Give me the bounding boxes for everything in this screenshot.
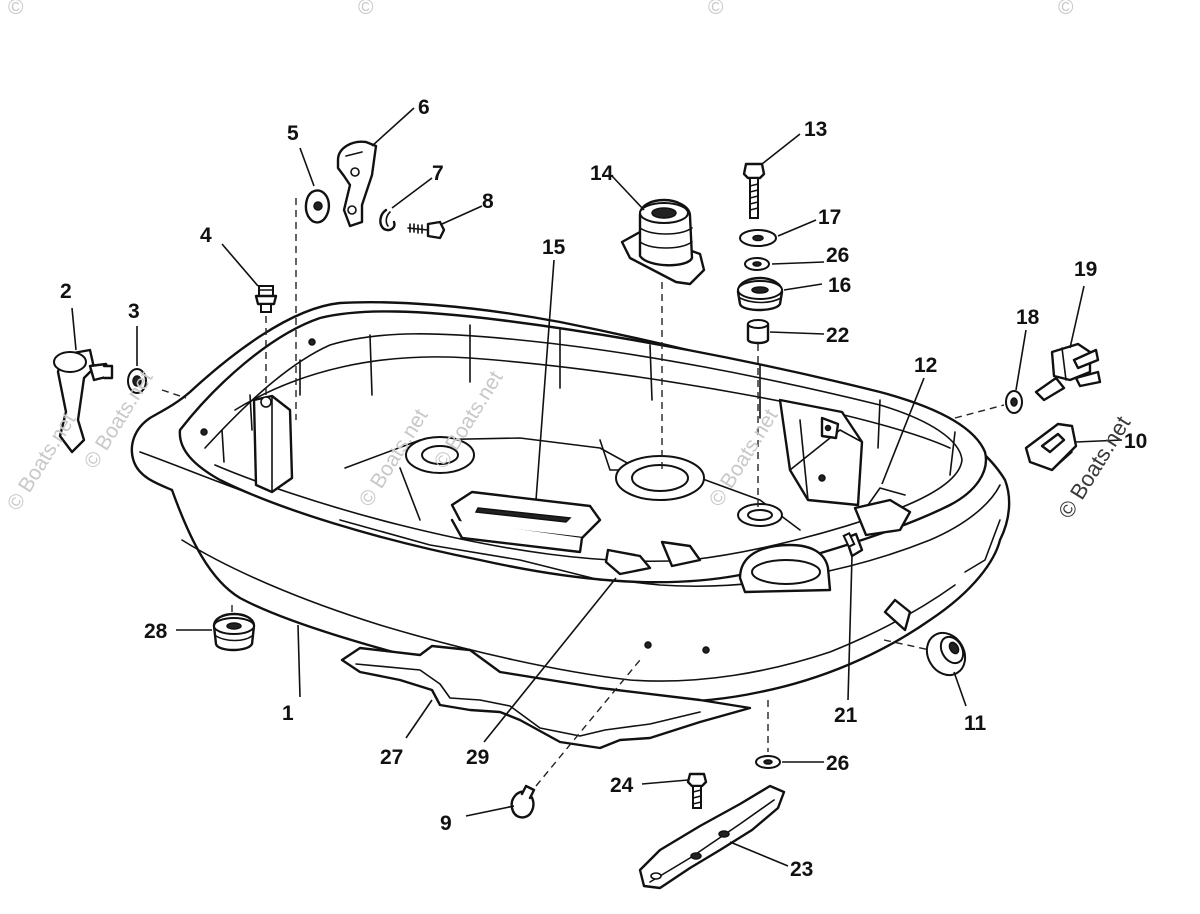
callout-27: 27 bbox=[380, 746, 403, 769]
washer-icon bbox=[1005, 390, 1023, 414]
washer-icon bbox=[744, 257, 770, 271]
mount-bracket-icon bbox=[638, 784, 786, 890]
bolt-icon bbox=[686, 772, 708, 809]
callout-10: 10 bbox=[1124, 430, 1147, 453]
bolt-icon bbox=[742, 162, 766, 219]
callout-6: 6 bbox=[418, 96, 430, 119]
callout-21: 21 bbox=[834, 704, 858, 727]
gasket-seal-icon bbox=[340, 644, 752, 750]
grommet-fitting-icon bbox=[254, 285, 278, 313]
latch-hook-icon bbox=[336, 140, 378, 228]
callout-labels: 1 2 3 4 5 6 7 8 9 10 11 12 13 14 15 16 1… bbox=[60, 96, 1147, 881]
latch-catch-icon bbox=[1024, 422, 1078, 472]
grommet-icon bbox=[212, 612, 256, 652]
bushing-icon bbox=[746, 319, 770, 345]
callout-12: 12 bbox=[914, 354, 937, 377]
top-copyright-mark: © bbox=[8, 0, 24, 19]
fuel-connector-icon bbox=[1034, 342, 1102, 402]
retaining-ring-icon bbox=[379, 208, 396, 232]
lower-cowl-pan-icon bbox=[130, 300, 1011, 704]
assembly-lines bbox=[161, 198, 1005, 787]
pad-icon bbox=[450, 490, 602, 554]
callout-9: 9 bbox=[440, 812, 452, 835]
callout-16: 16 bbox=[828, 274, 851, 297]
screw-icon bbox=[407, 220, 446, 240]
callout-18: 18 bbox=[1016, 306, 1040, 329]
watermark-text: © Boats.net bbox=[3, 409, 81, 515]
callout-2: 2 bbox=[60, 280, 72, 303]
callout-24: 24 bbox=[610, 774, 634, 797]
callout-22: 22 bbox=[826, 324, 849, 347]
screw-icon bbox=[842, 531, 864, 558]
callout-7: 7 bbox=[432, 162, 444, 185]
callout-5: 5 bbox=[287, 122, 299, 145]
washer-icon bbox=[739, 229, 777, 247]
callout-11: 11 bbox=[964, 712, 987, 735]
grommet-icon bbox=[736, 276, 784, 312]
callout-26-lower: 26 bbox=[826, 752, 849, 775]
callout-28: 28 bbox=[144, 620, 168, 643]
callout-14: 14 bbox=[590, 162, 614, 185]
clip-icon bbox=[604, 540, 702, 576]
callout-4: 4 bbox=[200, 224, 212, 247]
leader-lines bbox=[71, 107, 1123, 867]
washer-icon bbox=[304, 189, 331, 224]
washer-icon bbox=[755, 755, 781, 769]
callout-3: 3 bbox=[128, 300, 140, 323]
seal-boot-icon bbox=[620, 198, 706, 286]
top-copyright-mark: © bbox=[358, 0, 374, 19]
latch-lever-icon bbox=[53, 348, 114, 454]
callout-13: 13 bbox=[804, 118, 827, 141]
washer-icon bbox=[127, 368, 147, 394]
callout-15: 15 bbox=[542, 236, 566, 259]
grommet-icon bbox=[925, 631, 967, 677]
callout-26-upper: 26 bbox=[826, 244, 849, 267]
plug-icon bbox=[510, 784, 536, 819]
top-copyright-mark: © bbox=[1058, 0, 1074, 19]
callout-1: 1 bbox=[282, 702, 294, 725]
bracket-icon bbox=[820, 416, 840, 440]
callout-17: 17 bbox=[818, 206, 841, 229]
callout-19: 19 bbox=[1074, 258, 1097, 281]
top-copyright-mark: © bbox=[708, 0, 724, 19]
callout-23: 23 bbox=[790, 858, 813, 881]
callout-8: 8 bbox=[482, 190, 494, 213]
callout-29: 29 bbox=[466, 746, 489, 769]
